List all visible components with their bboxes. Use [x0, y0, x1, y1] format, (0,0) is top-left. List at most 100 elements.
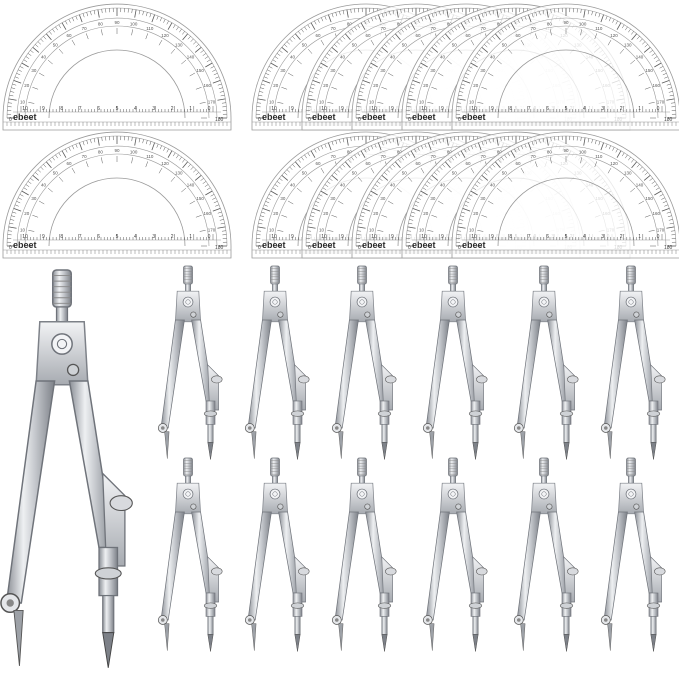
- degree-label: 90: [114, 20, 120, 25]
- scale-start-label: 0: [9, 245, 12, 251]
- degree-label: 140: [187, 54, 195, 59]
- degree-label: 50: [402, 42, 408, 47]
- scale-start-label: 0: [258, 245, 261, 251]
- degree-label: 10: [269, 227, 275, 232]
- degree-label: 110: [595, 26, 603, 31]
- ruler-number: 9: [42, 106, 45, 112]
- degree-label: 100: [579, 149, 587, 154]
- degree-label: 10: [419, 227, 425, 232]
- degree-label: 40: [390, 54, 396, 59]
- ruler-number: 0: [208, 234, 211, 240]
- ruler-number: 9: [441, 106, 444, 112]
- degree-label: 40: [340, 182, 346, 187]
- ruler-number: 5: [565, 106, 568, 112]
- brand-label: ebeet: [362, 240, 386, 250]
- degree-label: 10: [20, 227, 26, 232]
- compass-small: [422, 457, 488, 652]
- degree-label: 150: [196, 68, 204, 73]
- degree-label: 30: [380, 196, 386, 201]
- degree-label: 70: [531, 26, 537, 31]
- brand-label: ebeet: [362, 112, 386, 122]
- ruler-number: 9: [391, 106, 394, 112]
- degree-label: 10: [419, 99, 425, 104]
- degree-label: 60: [415, 33, 421, 38]
- ruler-number: 2: [620, 106, 623, 112]
- degree-label: 40: [41, 182, 47, 187]
- degree-label: 100: [130, 21, 138, 26]
- degree-label: 80: [397, 149, 403, 154]
- ruler-number: 10: [271, 234, 277, 240]
- degree-label: 80: [397, 21, 403, 26]
- logo-emblem: [182, 296, 194, 308]
- logo-emblem: [447, 296, 459, 308]
- compass-small: [157, 265, 223, 460]
- scale-start-label: 0: [358, 245, 361, 251]
- ruler-number: 9: [341, 106, 344, 112]
- scale-start-label: 0: [408, 245, 411, 251]
- scale-end-label: 180: [215, 245, 224, 251]
- scale-start-label: 0: [458, 117, 461, 123]
- degree-label: 30: [330, 68, 336, 73]
- compass-small: [513, 265, 579, 460]
- degree-label: 60: [315, 33, 321, 38]
- brand-label: ebeet: [262, 112, 286, 122]
- compass-large-body: [0, 269, 133, 668]
- ruler-number: 0: [657, 106, 660, 112]
- degree-label: 70: [82, 154, 88, 159]
- degree-label: 20: [423, 211, 429, 216]
- degree-label: 80: [347, 149, 353, 154]
- degree-label: 70: [481, 154, 487, 159]
- degree-label: 50: [352, 170, 358, 175]
- ruler-number: 3: [601, 234, 604, 240]
- degree-label: 130: [175, 170, 183, 175]
- degree-label: 70: [82, 26, 88, 31]
- compass-small: [157, 457, 223, 652]
- scale-start-label: 0: [358, 117, 361, 123]
- degree-label: 30: [280, 68, 286, 73]
- degree-label: 80: [347, 21, 353, 26]
- ruler-number: 10: [22, 234, 28, 240]
- brand-label: ebeet: [13, 240, 37, 250]
- ruler-number: 10: [421, 106, 427, 112]
- degree-label: 20: [373, 211, 379, 216]
- degree-label: 100: [130, 149, 138, 154]
- degree-label: 70: [381, 154, 387, 159]
- degree-label: 60: [515, 161, 521, 166]
- ruler-number: 0: [208, 106, 211, 112]
- scale-start-label: 0: [308, 117, 311, 123]
- degree-label: 60: [415, 161, 421, 166]
- degree-label: 60: [66, 161, 72, 166]
- degree-label: 50: [53, 170, 59, 175]
- brand-label: ebeet: [13, 112, 37, 122]
- degree-label: 60: [365, 33, 371, 38]
- hinge-screw: [66, 363, 80, 377]
- degree-label: 70: [331, 154, 337, 159]
- ruler-number: 8: [509, 234, 512, 240]
- logo-emblem: [356, 488, 368, 500]
- degree-label: 60: [315, 161, 321, 166]
- logo-emblem: [625, 296, 637, 308]
- ruler-number: 9: [491, 234, 494, 240]
- degree-label: 170: [657, 227, 665, 232]
- degree-label: 80: [497, 149, 503, 154]
- degree-label: 40: [290, 182, 296, 187]
- ruler-number: 1: [638, 234, 641, 240]
- degree-label: 20: [273, 211, 279, 216]
- hinge-screw: [455, 503, 462, 510]
- degree-label: 120: [161, 161, 169, 166]
- compass-small: [600, 457, 666, 652]
- degree-label: 30: [480, 196, 486, 201]
- degree-label: 120: [610, 161, 618, 166]
- logo-emblem: [625, 488, 637, 500]
- degree-label: 50: [452, 170, 458, 175]
- logo-emblem: [269, 488, 281, 500]
- degree-label: 170: [657, 99, 665, 104]
- scale-start-label: 0: [408, 117, 411, 123]
- logo-emblem: [538, 296, 550, 308]
- degree-label: 140: [636, 54, 644, 59]
- scale-end-label: 180: [664, 117, 673, 123]
- brand-label: ebeet: [312, 240, 336, 250]
- ruler-number: 3: [152, 106, 155, 112]
